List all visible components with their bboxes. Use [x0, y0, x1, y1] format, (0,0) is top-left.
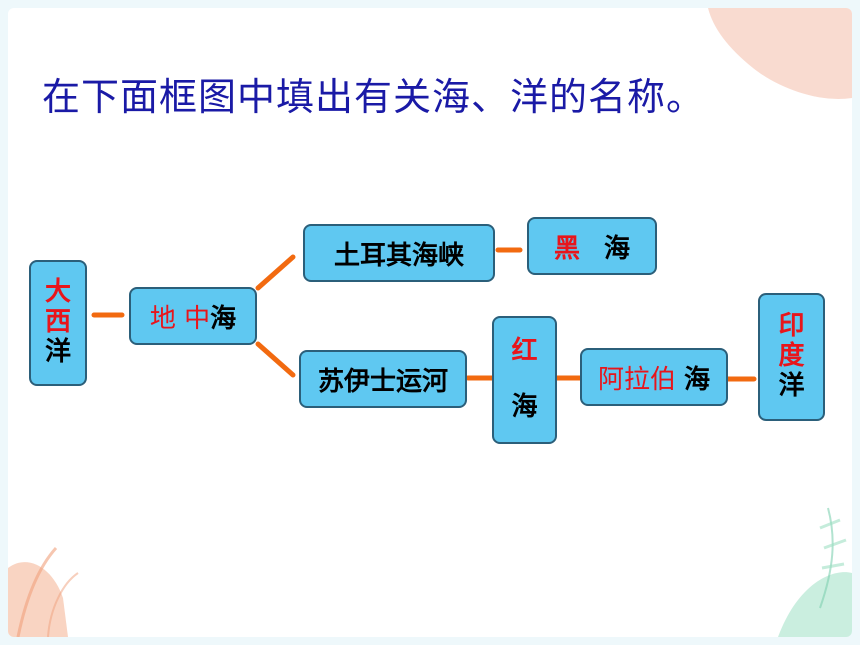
node-arabian-sea: 阿拉伯 海: [580, 348, 728, 406]
node-red-sea: 红 海: [492, 316, 557, 444]
node-indian-ocean: 印 度 洋: [758, 293, 825, 421]
arabian-sea-answer: 阿拉伯: [597, 364, 676, 395]
arabian-sea-suffix: 海: [684, 364, 711, 395]
turkish-strait-label: 土耳其海峡: [333, 240, 464, 271]
atlantic-char-2: 西: [44, 307, 71, 338]
suez-canal-label: 苏伊士运河: [317, 366, 448, 397]
link-mediterranean-strait: [255, 254, 296, 291]
corner-decoration-top-right: [8, 8, 852, 637]
connector-lines: [91, 247, 757, 382]
indian-ocean-suffix: 洋: [778, 370, 805, 401]
red-sea-suffix: 海: [511, 392, 538, 422]
atlantic-char-1: 大: [44, 277, 71, 308]
indian-ocean-char-1: 印: [778, 311, 805, 342]
black-sea-answer: 黑: [553, 233, 580, 264]
node-turkish-strait: 土耳其海峡: [303, 224, 495, 282]
page-title: 在下面框图中填出有关海、洋的名称。: [42, 75, 706, 119]
mediterranean-suffix: 海: [210, 303, 237, 334]
indian-ocean-char-2: 度: [778, 341, 805, 372]
node-black-sea: 黑 海: [527, 217, 657, 275]
atlantic-char-3: 洋: [44, 336, 71, 367]
link-mediterranean-suez: [255, 341, 296, 378]
red-sea-answer: 红: [511, 336, 538, 367]
node-mediterranean-sea: 地 中 海: [129, 287, 257, 345]
node-suez-canal: 苏伊士运河: [299, 350, 467, 408]
mediterranean-answer: 地 中: [149, 303, 211, 334]
node-atlantic-ocean: 大 西 洋: [29, 260, 87, 386]
slide: 在下面框图中填出有关海、洋的名称。 大 西 洋 地 中 海 土耳其海峡 黑 海 …: [8, 8, 852, 637]
black-sea-suffix: 海: [604, 233, 631, 264]
